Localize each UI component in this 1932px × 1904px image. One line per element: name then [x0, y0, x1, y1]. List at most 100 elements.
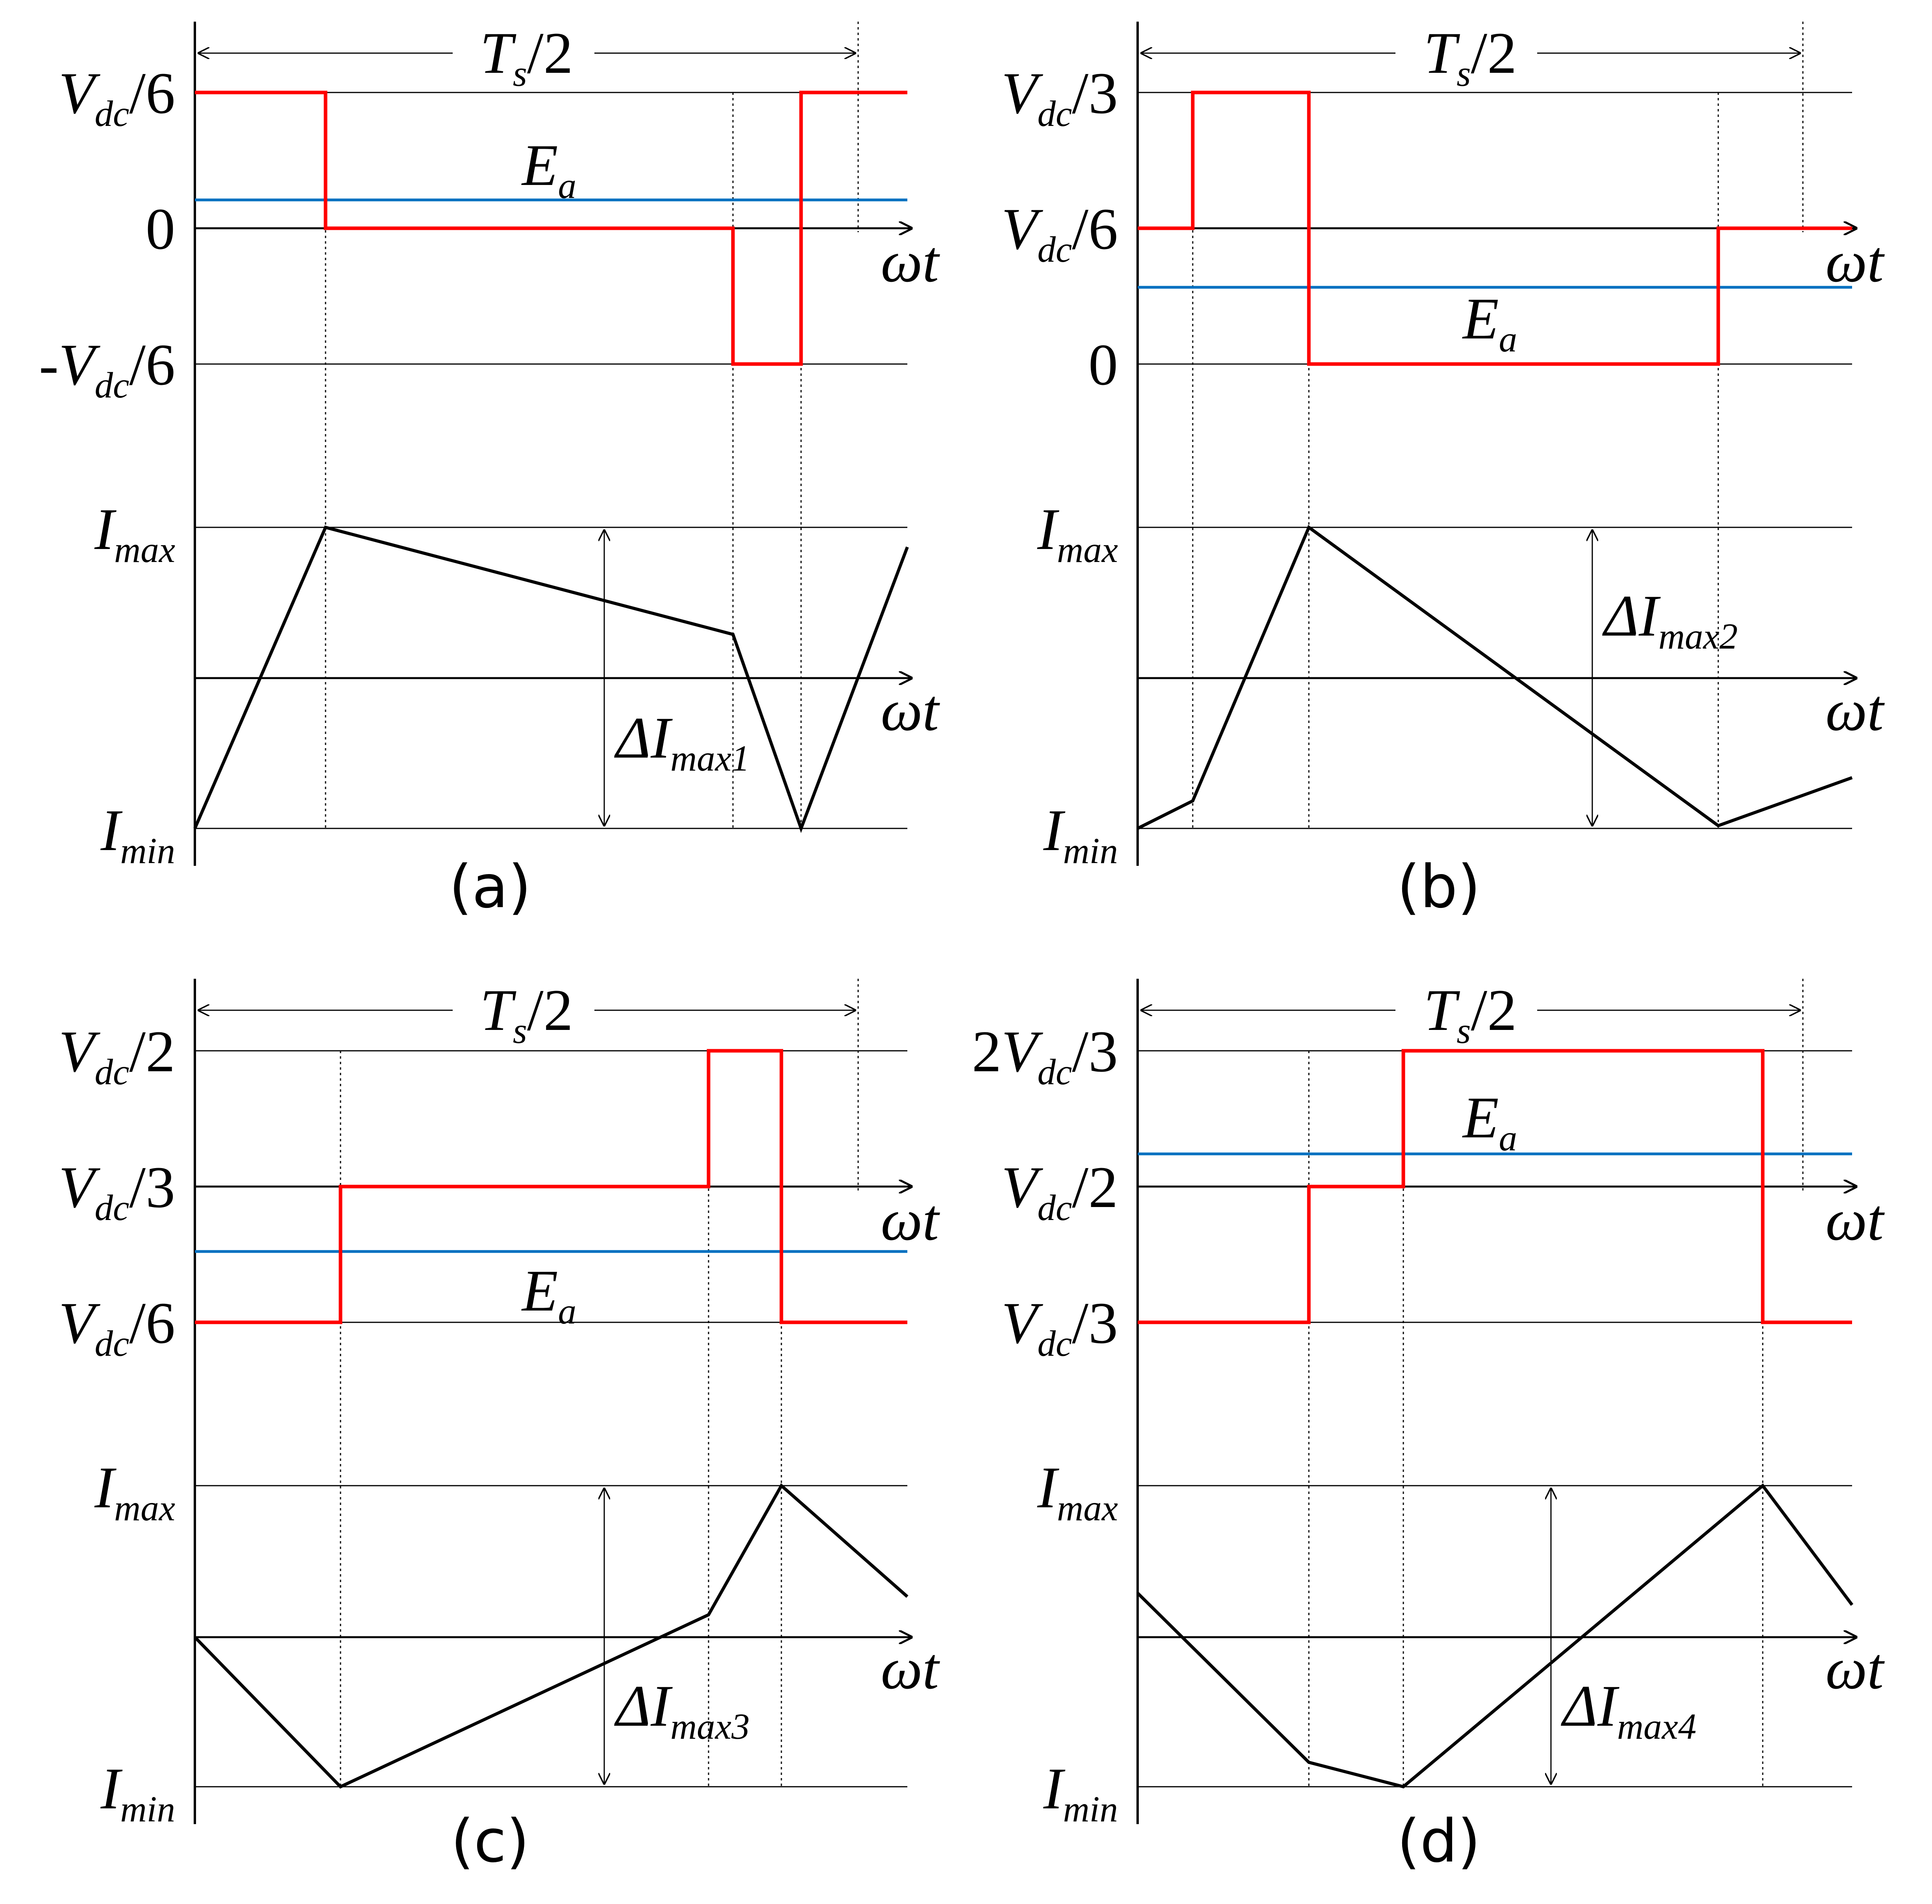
back-emf-label: Ea — [521, 133, 576, 206]
panel-caption: (c) — [451, 1807, 529, 1876]
voltage-level-label-2-suffix: /3 — [129, 1155, 175, 1220]
time-axis-label: ωt — [1825, 229, 1885, 294]
panel-caption: (b) — [1397, 853, 1480, 921]
current-max-label-subscript: max — [114, 1488, 175, 1529]
voltage-level-label-1-suffix: /6 — [129, 61, 175, 126]
current-max-label: Imax — [1037, 497, 1118, 570]
time-axis-label: ωt — [881, 1187, 940, 1253]
period-label-suffix: /2 — [1471, 978, 1517, 1043]
voltage-level-label-2-symbol: V — [59, 1155, 101, 1220]
voltage-level-label-1-suffix: /3 — [1072, 1019, 1118, 1084]
voltage-level-label-3-suffix: /6 — [129, 1290, 175, 1356]
voltage-level-label-1: Vdc/6 — [59, 61, 175, 134]
period-label-symbol: T — [1424, 978, 1460, 1043]
current-max-label-symbol: I — [94, 497, 117, 562]
time-axis-label-current: ωt — [881, 678, 940, 743]
panel-caption: (d) — [1397, 1807, 1480, 1876]
period-label-symbol: T — [1424, 20, 1460, 86]
back-emf-label-symbol: E — [1462, 1085, 1499, 1150]
current-ripple-label: ΔImax4 — [1561, 1673, 1696, 1747]
voltage-level-label-2: Vdc/3 — [59, 1155, 175, 1228]
voltage-level-label-1-symbol: V — [59, 1019, 101, 1084]
voltage-level-label-2-subscript: dc — [95, 1188, 130, 1228]
voltage-level-label-1-symbol: V — [1001, 1019, 1044, 1084]
voltage-level-label-1-subscript: dc — [95, 94, 130, 134]
current-ripple-label-subscript: max2 — [1658, 616, 1738, 657]
period-label: Ts/2 — [1424, 20, 1517, 94]
back-emf-label-symbol: E — [521, 133, 558, 198]
current-max-label: Imax — [1037, 1455, 1118, 1529]
current-min-label-symbol: I — [100, 1756, 123, 1821]
voltage-level-label-1: Vdc/2 — [59, 1019, 175, 1092]
voltage-level-label-2-subscript: dc — [1038, 229, 1072, 270]
current-ripple-label: ΔImax3 — [614, 1673, 749, 1747]
back-emf-label-subscript: a — [558, 1291, 577, 1332]
voltage-level-label-3: 0 — [1088, 332, 1118, 397]
voltage-level-label-1: 2Vdc/3 — [972, 1019, 1118, 1092]
voltage-level-label-3-subscript: dc — [95, 365, 130, 406]
time-axis-label-current: ωt — [1825, 1636, 1885, 1701]
back-emf-label: Ea — [521, 1258, 576, 1332]
voltage-level-label-1-subscript: dc — [1038, 94, 1072, 134]
voltage-level-label-3-prefix: - — [39, 332, 59, 397]
period-label-suffix: /2 — [1471, 20, 1517, 86]
current-min-label: Imin — [100, 1756, 175, 1830]
voltage-level-label-3-suffix: /3 — [1072, 1290, 1118, 1356]
period-label-suffix: /2 — [527, 978, 573, 1043]
period-label-symbol: T — [480, 20, 516, 86]
voltage-level-label-1-subscript: dc — [1038, 1052, 1072, 1092]
phase-current-waveform — [193, 525, 909, 833]
period-label-subscript: s — [513, 54, 527, 94]
voltage-level-label-2-suffix: /2 — [1072, 1155, 1118, 1220]
current-min-label-subscript: min — [120, 831, 176, 871]
voltage-level-label-1-symbol: V — [1001, 61, 1044, 126]
voltage-level-label-1-suffix: /2 — [129, 1019, 175, 1084]
time-axis-label-current: ωt — [881, 1636, 940, 1701]
voltage-level-label-2-subscript: dc — [1038, 1188, 1072, 1228]
period-label: Ts/2 — [480, 20, 573, 94]
voltage-level-label-1-subscript: dc — [95, 1052, 130, 1092]
phase-voltage-waveform — [195, 91, 907, 366]
voltage-level-label-1-prefix: 2 — [972, 1019, 1001, 1084]
current-ripple-label-subscript: max1 — [670, 738, 749, 779]
voltage-level-label-1-suffix: /3 — [1072, 61, 1118, 126]
phase-current-waveform — [1137, 525, 1853, 830]
voltage-level-label-2-prefix: 0 — [146, 196, 175, 262]
voltage-level-label-3-symbol: V — [1001, 1290, 1044, 1356]
voltage-level-label-2: 0 — [146, 196, 175, 262]
current-ripple-label-symbol: ΔI — [1602, 583, 1661, 649]
current-max-label-subscript: max — [1057, 530, 1118, 570]
current-max-label-subscript: max — [114, 530, 175, 570]
voltage-level-label-3-prefix: 0 — [1088, 332, 1118, 397]
current-ripple-label: ΔImax2 — [1602, 583, 1738, 657]
current-ripple-label: ΔImax1 — [614, 705, 749, 779]
voltage-level-label-3-subscript: dc — [1038, 1324, 1072, 1364]
current-min-label-subscript: min — [1063, 831, 1118, 871]
current-ripple-label-symbol: ΔI — [1561, 1673, 1619, 1739]
current-min-label: Imin — [1043, 798, 1118, 871]
current-min-label: Imin — [1043, 1756, 1118, 1830]
current-min-label-symbol: I — [1043, 798, 1066, 863]
current-min-label-symbol: I — [1043, 1756, 1066, 1821]
voltage-level-label-2-symbol: V — [1001, 1155, 1044, 1220]
phase-voltage-waveform — [1138, 91, 1852, 366]
back-emf-label-subscript: a — [1499, 1118, 1517, 1159]
period-label: Ts/2 — [1424, 978, 1517, 1051]
current-ripple-label-subscript: max4 — [1617, 1706, 1696, 1747]
voltage-level-label-1: Vdc/3 — [1001, 61, 1118, 134]
current-max-label: Imax — [94, 1455, 175, 1529]
phase-voltage-waveform — [1138, 1049, 1852, 1324]
current-max-label-subscript: max — [1057, 1488, 1118, 1529]
current-ripple-label-subscript: max3 — [670, 1706, 749, 1747]
voltage-level-label-3-suffix: /6 — [129, 332, 175, 397]
period-label-symbol: T — [480, 978, 516, 1043]
back-emf-label-subscript: a — [558, 166, 577, 206]
phase-current-waveform — [194, 1483, 909, 1789]
current-max-label-symbol: I — [1037, 1455, 1059, 1520]
voltage-level-label-3-symbol: V — [59, 1290, 101, 1356]
current-min-label-subscript: min — [120, 1789, 176, 1830]
